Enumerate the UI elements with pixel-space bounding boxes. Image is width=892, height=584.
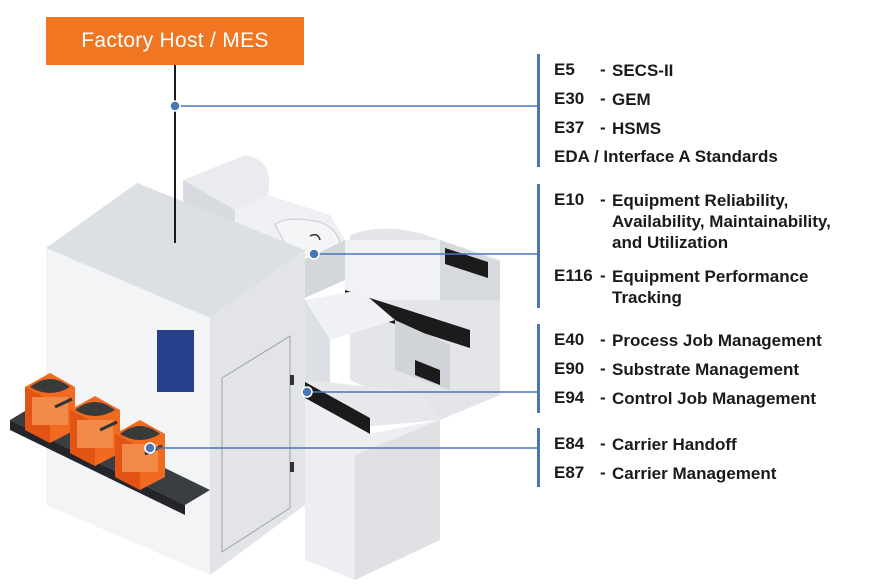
standard-description: Substrate Management — [612, 359, 892, 380]
standard-code: E10 — [554, 190, 585, 209]
standard-description-line: Equipment Performance — [612, 267, 809, 286]
standard-dash: - — [600, 388, 606, 407]
standard-description-line: Process Job Management — [612, 331, 822, 350]
standard-description-line: Tracking — [612, 288, 682, 307]
foup-carrier — [70, 396, 120, 466]
standard-description: EDA / Interface A Standards — [554, 147, 778, 166]
process-chambers — [305, 228, 500, 580]
standard-dash: - — [600, 463, 606, 482]
standard-description-line: Substrate Management — [612, 360, 800, 379]
foup-carrier — [25, 373, 75, 443]
standard-row: E10-Equipment Reliability, Availability, … — [554, 190, 892, 253]
factory-host-mes-box: Factory Host / MES — [46, 17, 304, 65]
foup-carrier — [115, 420, 165, 490]
standard-dash: - — [600, 89, 606, 108]
standard-code: E37 — [554, 118, 585, 137]
standard-dash: - — [600, 330, 606, 349]
standard-row: E40-Process Job Management — [554, 330, 892, 351]
standard-dash: - — [600, 118, 606, 137]
standard-dash: - — [600, 60, 606, 79]
standard-row: E84-Carrier Handoff — [554, 434, 892, 455]
standard-description-line: Control Job Management — [612, 389, 817, 408]
standard-description-line: and Utilization — [612, 233, 729, 252]
standard-dash: - — [600, 359, 606, 378]
standard-code: E5 — [554, 60, 575, 79]
standard-description-line: GEM — [612, 90, 651, 109]
standard-description: Carrier Handoff — [612, 434, 892, 455]
connector-dots — [144, 100, 320, 454]
standard-dash: - — [600, 190, 606, 209]
standard-description-line: Availability, Maintainability, — [612, 212, 831, 231]
standard-description-line: Carrier Management — [612, 464, 777, 483]
cabinet-window — [157, 330, 194, 392]
standard-row: E94-Control Job Management — [554, 388, 892, 409]
standard-description: GEM — [612, 89, 892, 110]
standard-code: E84 — [554, 434, 585, 453]
standard-dash: - — [600, 266, 606, 285]
standard-code: E87 — [554, 463, 585, 482]
standard-row: E87-Carrier Management — [554, 463, 892, 484]
standard-description: Carrier Management — [612, 463, 892, 484]
standard-code: E30 — [554, 89, 585, 108]
standard-description-line: Carrier Handoff — [612, 435, 737, 454]
standard-row: E5 -SECS-II — [554, 60, 892, 81]
standard-description: HSMS — [612, 118, 892, 139]
standard-row: EDA / Interface A Standards — [554, 146, 892, 167]
connector-lines — [150, 105, 537, 449]
standard-code: E116 — [554, 266, 593, 285]
standards-group-equipment-tracking: E10-Equipment Reliability,Availability, … — [537, 184, 831, 308]
standard-description-line: SECS-II — [612, 61, 674, 80]
standard-row: E90-Substrate Management — [554, 359, 892, 380]
standard-description-line: HSMS — [612, 119, 662, 138]
standard-row: E37-HSMS — [554, 118, 892, 139]
standard-row: E30-GEM — [554, 89, 892, 110]
standard-code: E40 — [554, 330, 585, 349]
standard-code: E90 — [554, 359, 585, 378]
standard-description: Process Job Management — [612, 330, 892, 351]
standard-code: E94 — [554, 388, 585, 407]
standard-description: Control Job Management — [612, 388, 892, 409]
standard-dash: - — [600, 434, 606, 453]
standard-description: SECS-II — [612, 60, 892, 81]
standard-description: Equipment Reliability, Availability, Main… — [612, 190, 892, 253]
standard-description-line: Equipment Reliability, — [612, 191, 789, 210]
